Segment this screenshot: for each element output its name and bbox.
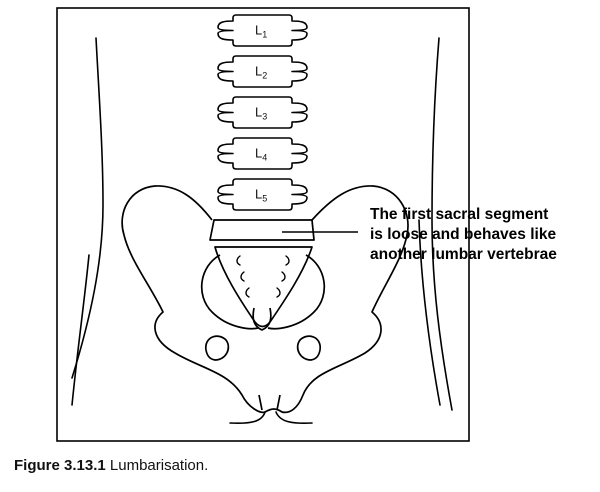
figure-caption: Figure 3.13.1 Lumbarisation. bbox=[14, 457, 208, 474]
sacrum bbox=[214, 246, 313, 328]
vertebra-outline bbox=[217, 96, 308, 129]
vertebra-label: L4 bbox=[255, 146, 267, 163]
vertebra-outline bbox=[217, 178, 308, 211]
annotation-line-3: another lumbar vertebrae bbox=[370, 246, 557, 263]
pelvis-outline bbox=[121, 185, 409, 414]
sacral-foramina bbox=[236, 255, 290, 298]
sacral-foramen-left-2 bbox=[240, 271, 245, 282]
left-thigh-line bbox=[229, 411, 266, 425]
annotation-line-2: is loose and behaves like bbox=[370, 226, 556, 243]
figure-caption-text: Lumbarisation. bbox=[109, 457, 209, 474]
pelvic-brim bbox=[200, 254, 326, 330]
pubic-symphysis bbox=[258, 394, 281, 411]
sacral-foramen-right-3 bbox=[276, 287, 281, 298]
sacral-foramen-right-2 bbox=[281, 271, 286, 282]
vertebra-outline bbox=[217, 14, 308, 47]
coccyx bbox=[252, 307, 272, 331]
pelvis bbox=[121, 185, 409, 414]
figure-number: Figure 3.13.1 bbox=[14, 457, 106, 474]
vertebra-l5: L5 bbox=[217, 178, 308, 211]
right-flank-line bbox=[431, 37, 453, 411]
annotation-callout: The first sacral segment is loose and be… bbox=[370, 206, 557, 263]
vertebra-l1: L1 bbox=[217, 14, 308, 47]
vertebra-l4: L4 bbox=[217, 137, 308, 170]
sacral-foramen-left-3 bbox=[245, 287, 250, 298]
vertebra-outline bbox=[217, 55, 308, 88]
vertebra-label: L3 bbox=[255, 105, 267, 122]
right-flank-inner-line bbox=[418, 219, 441, 406]
first-sacral-segment bbox=[209, 219, 315, 241]
left-obturator-foramen bbox=[205, 335, 230, 361]
sacral-foramen-left-1 bbox=[236, 255, 241, 266]
vertebra-label: L1 bbox=[255, 23, 267, 40]
sacral-foramen-right-1 bbox=[285, 255, 290, 266]
vertebra-label: L2 bbox=[255, 64, 267, 81]
vertebra-outline bbox=[217, 137, 308, 170]
annotation-line-1: The first sacral segment bbox=[370, 206, 548, 223]
right-thigh-line bbox=[275, 411, 313, 425]
right-obturator-foramen bbox=[296, 335, 321, 361]
vertebra-l2: L2 bbox=[217, 55, 308, 88]
left-flank-line bbox=[71, 37, 104, 379]
vertebra-label: L5 bbox=[255, 187, 267, 204]
body-outline bbox=[71, 37, 453, 425]
diagram-frame bbox=[56, 7, 470, 442]
vertebra-l3: L3 bbox=[217, 96, 308, 129]
left-flank-inner-line bbox=[71, 254, 90, 406]
